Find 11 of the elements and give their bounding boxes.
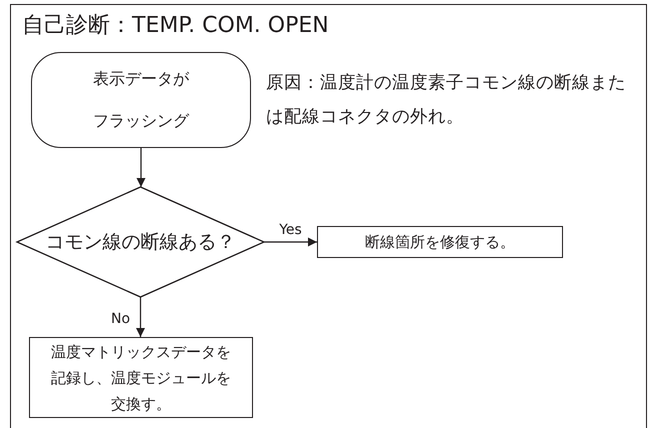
title: 自己診断：TEMP. COM. OPEN [22, 12, 329, 40]
decision-text: コモン線の断線ある？ [46, 230, 236, 254]
arrow [264, 238, 317, 246]
arrow [136, 148, 146, 187]
edge-label: Yes [278, 221, 303, 239]
start-box: 表示データがフラッシング [31, 52, 251, 148]
cause-note: 原因：温度計の温度素子コモン線の断線または配線コネクタの外れ。 [266, 72, 627, 129]
process-box: 温度マトリックスデータを記録し、温度モジュールを交換す。 [29, 337, 253, 418]
edge-label: No [110, 310, 132, 328]
process-box: 断線箇所を修復する。 [317, 226, 563, 258]
arrow [136, 297, 145, 337]
